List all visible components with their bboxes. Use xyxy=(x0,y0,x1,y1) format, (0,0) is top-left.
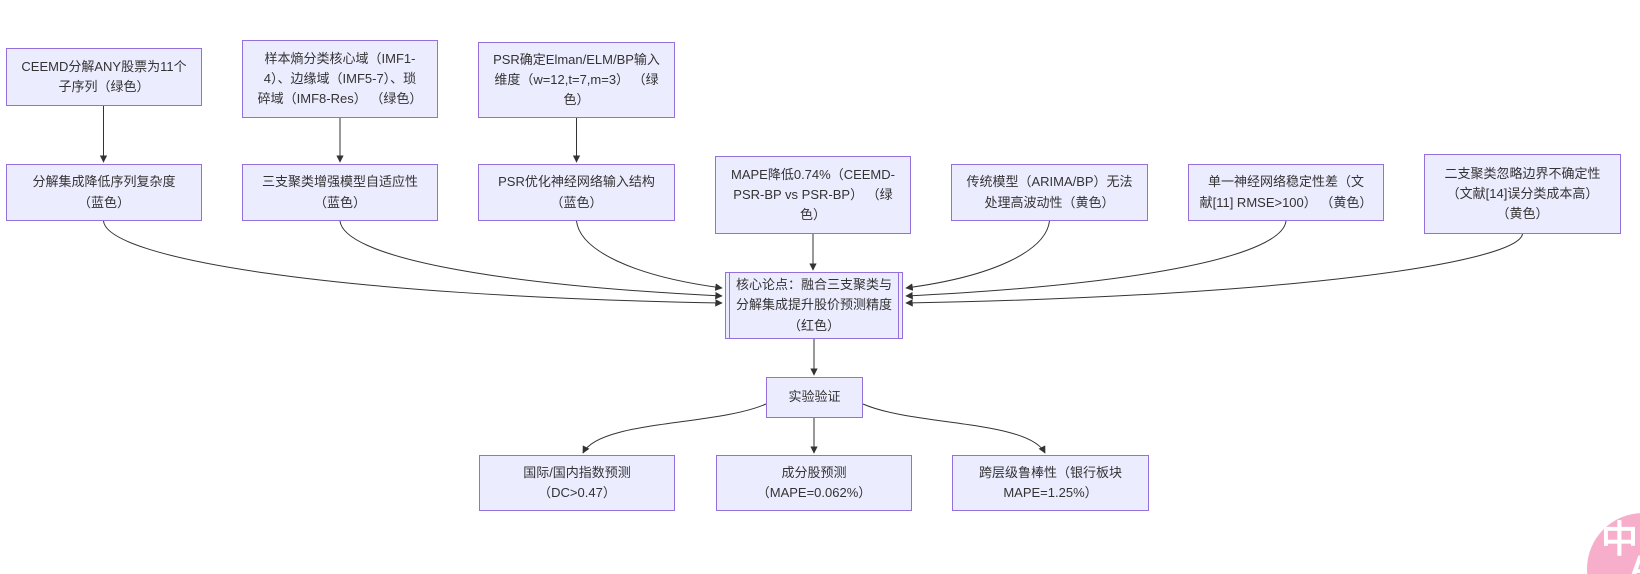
node-psr-input-dim: PSR确定Elman/ELM/BP输入 维度（w=12,t=7,m=3） （绿 … xyxy=(478,42,675,118)
node-experiment: 实验验证 xyxy=(766,377,863,418)
translate-badge-glyph-en: A xyxy=(1629,551,1640,574)
node-robustness: 跨层级鲁棒性（银行板块 MAPE=1.25%） xyxy=(952,455,1149,511)
node-decompose-benefit: 分解集成降低序列复杂度 （蓝色） xyxy=(6,164,202,221)
node-label: PSR优化神经网络输入结构 （蓝色） xyxy=(498,174,655,210)
node-psr-benefit: PSR优化神经网络输入结构 （蓝色） xyxy=(478,164,675,221)
edge-traditional-to-core xyxy=(905,220,1050,291)
node-single-nn-limit: 单一神经网络稳定性差（文 献[11] RMSE>100） （黄色） xyxy=(1188,164,1384,221)
node-label: 跨层级鲁棒性（银行板块 MAPE=1.25%） xyxy=(978,464,1122,500)
edge-twoway-to-core xyxy=(905,233,1523,307)
node-constituent-prediction: 成分股预测 （MAPE=0.062%） xyxy=(716,455,912,511)
edge-psrbenefit-to-core xyxy=(576,220,723,291)
node-index-prediction: 国际/国内指数预测 （DC>0.47） xyxy=(479,455,675,511)
edge-experiment-to-robustness xyxy=(862,403,1046,454)
node-label: 三支聚类增强模型自适应性 （蓝色） xyxy=(261,174,418,210)
node-ceemd-decompose: CEEMD分解ANY股票为11个 子序列（绿色） xyxy=(6,48,202,106)
node-sample-entropy: 样本熵分类核心域（IMF1- 4）、边缘域（IMF5-7）、琐 碎域（IMF8-… xyxy=(242,40,438,118)
node-mape-evidence: MAPE降低0.74%（CEEMD- PSR-BP vs PSR-BP） （绿 … xyxy=(715,156,911,234)
node-label: PSR确定Elman/ELM/BP输入 维度（w=12,t=7,m=3） （绿 … xyxy=(493,51,660,108)
node-label: 单一神经网络稳定性差（文 献[11] RMSE>100） （黄色） xyxy=(1199,174,1373,210)
edge-experiment-to-index xyxy=(582,403,767,454)
node-label: MAPE降低0.74%（CEEMD- PSR-BP vs PSR-BP） （绿 … xyxy=(731,166,895,223)
node-core-thesis: 核心论点：融合三支聚类与 分解集成提升股价预测精度 （红色） xyxy=(725,272,903,339)
edge-decompose-to-core xyxy=(103,220,723,307)
node-label: 样本熵分类核心域（IMF1- 4）、边缘域（IMF5-7）、琐 碎域（IMF8-… xyxy=(257,50,423,107)
node-two-way-limit: 二支聚类忽略边界不确定性 （文献[14]误分类成本高） （黄色） xyxy=(1424,154,1621,234)
node-label: 成分股预测 （MAPE=0.062%） xyxy=(756,464,872,500)
node-label: CEEMD分解ANY股票为11个 子序列（绿色） xyxy=(21,58,187,94)
translate-badge-glyph-zh: 中 xyxy=(1601,519,1638,560)
node-label: 国际/国内指数预测 （DC>0.47） xyxy=(523,464,631,500)
node-three-way-benefit: 三支聚类增强模型自适应性 （蓝色） xyxy=(242,164,438,221)
node-traditional-limit: 传统模型（ARIMA/BP）无法 处理高波动性（黄色） xyxy=(951,164,1148,221)
node-label: 核心论点：融合三支聚类与 分解集成提升股价预测精度 （红色） xyxy=(735,277,892,333)
edge-threeway-to-core xyxy=(339,220,723,300)
node-label: 二支聚类忽略边界不确定性 （文献[14]误分类成本高） （黄色） xyxy=(1444,165,1601,222)
node-label: 分解集成降低序列复杂度 （蓝色） xyxy=(32,174,176,210)
translate-badge-icon[interactable]: 中 A xyxy=(1587,513,1640,574)
node-label: 实验验证 xyxy=(788,389,841,405)
edge-singlenn-to-core xyxy=(905,220,1287,300)
node-label: 传统模型（ARIMA/BP）无法 处理高波动性（黄色） xyxy=(966,174,1133,210)
